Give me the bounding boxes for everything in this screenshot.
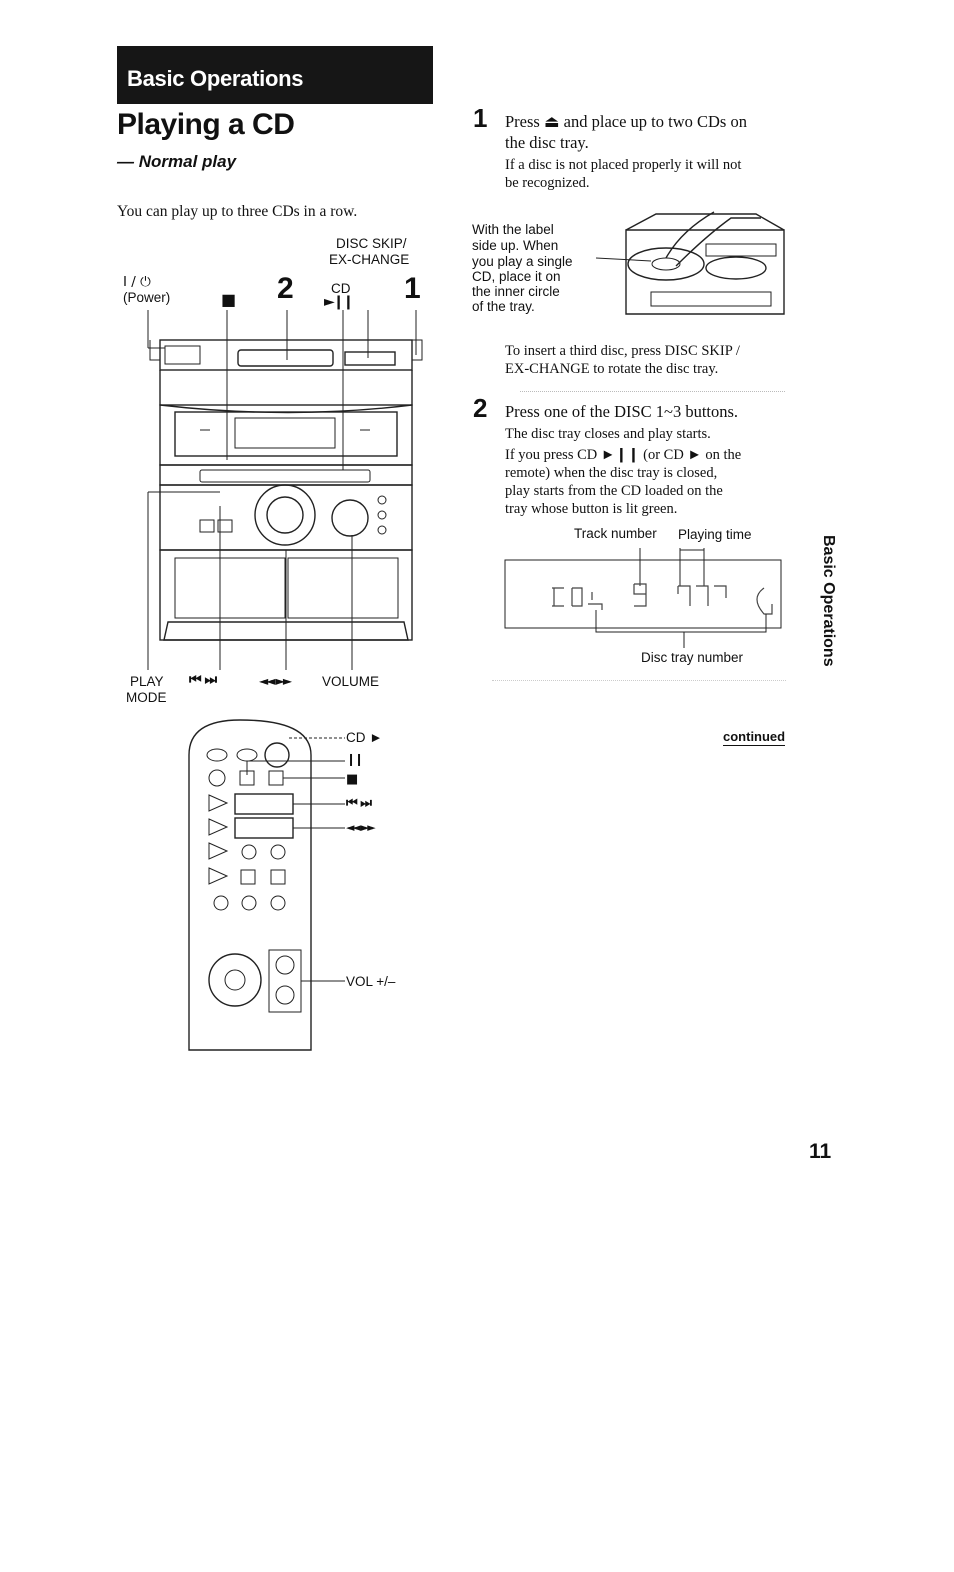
remote-label-search: ◄◄ ►►	[346, 821, 376, 834]
remote-label-cd-play: CD ►	[346, 730, 383, 745]
remote-label-pause: ❙❙	[346, 752, 364, 766]
display-digits	[552, 583, 773, 615]
unit-volume-knob	[331, 499, 369, 537]
page-subtitle: — Normal play	[117, 152, 237, 171]
divider	[520, 391, 785, 392]
step-2-line-3: remote) when the disc tray is closed,	[505, 465, 718, 481]
label-power: (Power)	[123, 290, 171, 305]
step-1-label-4: CD, place it on	[472, 269, 561, 284]
label-skip: ⏮ ⏭	[189, 672, 217, 688]
step-1-text-1: Press ⏏ and place up to two CDs on	[505, 112, 747, 131]
unit-disc-skip-button	[344, 351, 396, 366]
section-bar: Basic Operations	[117, 46, 433, 104]
step-2-line-5: tray whose button is lit green.	[505, 501, 678, 517]
unit-power-button	[164, 345, 201, 365]
step-1-number: 1	[473, 103, 488, 133]
step-1-text-2: the disc tray.	[505, 133, 589, 152]
step-1-note-1: If a disc is not placed properly it will…	[505, 157, 742, 173]
hand-placing-disc	[665, 211, 715, 259]
unit-display	[234, 417, 336, 449]
step-1-third-1: To insert a third disc, press DISC SKIP …	[505, 343, 740, 359]
remote-label-vol: VOL +/–	[346, 974, 396, 989]
remote-label-stop: ■	[346, 772, 359, 787]
continued-label: continued	[723, 729, 786, 746]
remote-cd-play-button	[264, 742, 290, 768]
remote-body	[188, 719, 312, 1051]
remote-search-buttons	[234, 817, 294, 839]
unit-amp-section	[159, 484, 413, 551]
label-cd-play-pause: ►❙❙	[324, 294, 354, 310]
label-track-number: Track number	[574, 526, 657, 541]
label-play: PLAY	[130, 674, 164, 689]
label-playing-time: Playing time	[678, 527, 752, 542]
intro-text: You can play up to three CDs in a row.	[117, 203, 358, 220]
label-volume: VOLUME	[322, 674, 380, 689]
stereo-unit-illustration	[147, 310, 423, 670]
step-2-number: 2	[473, 393, 488, 423]
step-2-line-2: If you press CD ►❙❙ (or CD ► on the	[505, 447, 742, 463]
label-cd: CD	[331, 281, 351, 296]
callout-step-1: 1	[404, 272, 421, 305]
label-mode: MODE	[126, 690, 167, 705]
remote-illustration	[188, 719, 345, 1051]
label-stop-symbol: ■	[221, 290, 237, 309]
page-title: Playing a CD	[117, 108, 295, 141]
unit-disc-buttons	[237, 349, 334, 367]
callout-step-2: 2	[277, 272, 294, 305]
side-tab: Basic Operations	[811, 535, 839, 685]
page-number: 11	[809, 1140, 832, 1163]
step-1-note-2: be recognized.	[505, 175, 590, 191]
disc-on-tray	[627, 247, 705, 281]
remote-stop-button	[268, 770, 284, 786]
label-power-symbol: I / ⏻	[123, 274, 151, 290]
step-2-line-4: play starts from the CD loaded on the	[505, 483, 723, 499]
step-1-label-2: side up. When	[472, 238, 559, 253]
remote-vol-buttons	[268, 949, 302, 1013]
step-1-label-3: you play a single	[472, 254, 573, 269]
cd-display-illustration	[504, 548, 782, 648]
disc-tray-illustration	[596, 211, 785, 315]
side-tab-label: Basic Operations	[820, 535, 837, 667]
step-1-label-6: of the tray.	[472, 299, 535, 314]
display-panel	[504, 559, 782, 629]
label-ex-change: EX-CHANGE	[329, 252, 410, 267]
remote-skip-buttons	[234, 793, 294, 815]
step-2-text: Press one of the DISC 1~3 buttons.	[505, 402, 739, 421]
step-1-third-2: EX-CHANGE to rotate the disc tray.	[505, 361, 719, 377]
label-disc-skip: DISC SKIP/	[336, 236, 407, 251]
unit-top-panel	[159, 339, 413, 371]
unit-jog-dial	[254, 484, 316, 546]
step-1-label-1: With the label	[472, 222, 554, 237]
step-1-label-5: the inner circle	[472, 284, 560, 299]
label-search: ◄◄ ►►	[259, 674, 292, 688]
section-title: Basic Operations	[127, 66, 304, 91]
remote-label-skip: ⏮ ⏭	[346, 796, 372, 811]
step-2-line-1: The disc tray closes and play starts.	[505, 426, 711, 442]
divider-bottom	[492, 680, 786, 681]
label-disc-tray-number: Disc tray number	[641, 650, 744, 665]
